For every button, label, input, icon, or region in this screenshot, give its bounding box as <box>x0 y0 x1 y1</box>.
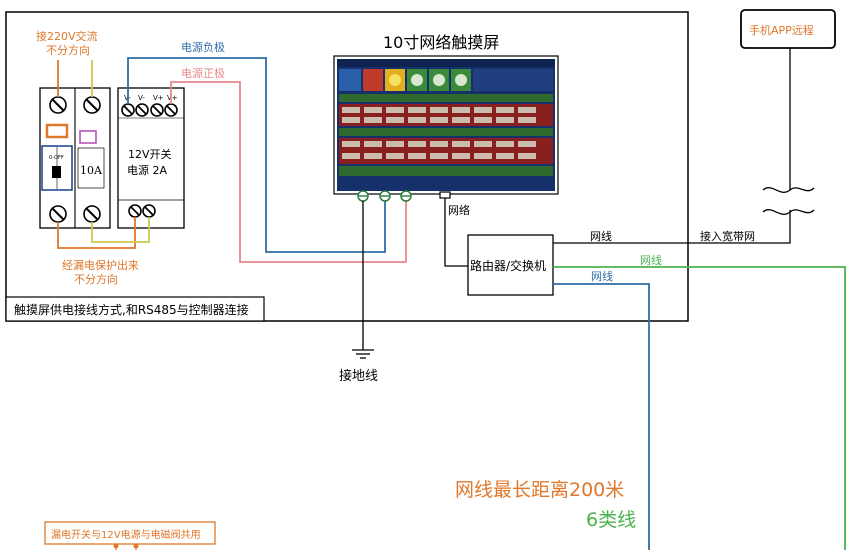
screen-to-router-cable <box>444 198 468 267</box>
network-label: 网络 <box>448 203 470 217</box>
caption-text: 触摸屏供电接线方式,和RS485与控制器连接 <box>14 302 249 317</box>
screen-power-terminals <box>357 190 412 202</box>
network-cable-green <box>553 266 846 550</box>
app-remote-box <box>740 9 836 49</box>
leakage-out-label: 经漏电保护出来 <box>62 258 139 272</box>
line-break-symbol <box>762 187 815 193</box>
app-remote-label: 手机APP远程 <box>749 23 814 37</box>
breaker-to-psu-orange <box>57 217 136 249</box>
psu-output-terminals <box>121 103 178 117</box>
ac-input-label: 接220V交流 <box>36 29 98 43</box>
network-cable-blue <box>553 283 650 550</box>
leakage-breaker: 0-OFF 10A <box>39 87 111 229</box>
ground-label: 接地线 <box>339 368 378 384</box>
router-box <box>467 234 554 296</box>
power-supply-12v: V- V+ V- V+ 12V开关 电源 2A <box>117 87 185 229</box>
net-cable-blue-label: 网线 <box>591 269 613 283</box>
breaker-rating: 10A <box>80 164 103 177</box>
net-cable-green-label: 网线 <box>640 253 662 267</box>
leakage-out-sublabel: 不分方向 <box>74 272 118 286</box>
ac-input-sublabel: 不分方向 <box>46 43 90 57</box>
main-frame <box>5 11 689 322</box>
psu-negative-wire <box>127 57 386 253</box>
psu-name-line2: 电源 2A <box>127 163 167 177</box>
psu-positive-wire <box>170 81 407 263</box>
broadband-label: 接入宽带网 <box>700 229 755 243</box>
cat6-note: 6类线 <box>586 509 636 531</box>
breaker-off-label: 0-OFF <box>49 155 64 161</box>
net-cable-label: 网线 <box>590 229 612 243</box>
psu-name-line1: 12V开关 <box>128 147 172 161</box>
svg-text:V+: V+ <box>167 94 178 102</box>
screen-title: 10寸网络触摸屏 <box>383 33 499 52</box>
psu-negative-label: 电源负极 <box>181 40 225 54</box>
shared-note-text: 漏电开关与12V电源与电磁阀共用 <box>51 528 201 541</box>
psu-positive-label: 电源正极 <box>181 66 225 80</box>
router-label: 路由器/交换机 <box>470 258 546 273</box>
shared-note-box <box>44 521 216 545</box>
breaker-to-psu-yellow <box>91 217 150 243</box>
psu-v-minus: V- <box>138 94 145 102</box>
touch-screen <box>333 55 559 195</box>
broadband-cable <box>553 210 791 244</box>
screen-network-port <box>439 191 451 199</box>
caption-box <box>5 296 265 322</box>
max-distance-note: 网线最长距离200米 <box>455 479 624 501</box>
psu-v-plus: V+ <box>153 94 164 102</box>
